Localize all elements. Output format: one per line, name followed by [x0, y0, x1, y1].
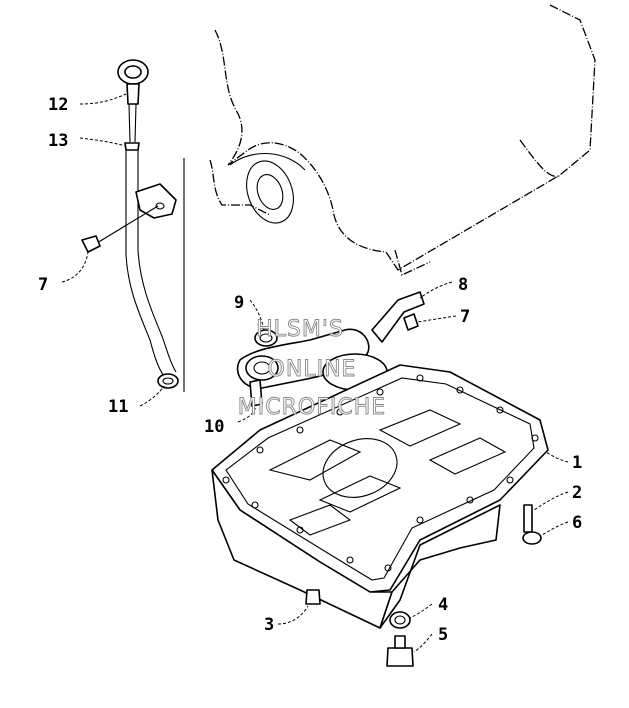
bolt-7a — [81, 235, 101, 253]
callout-9: 9 — [234, 293, 244, 313]
callout-12: 12 — [48, 95, 68, 115]
dipstick-grip — [126, 83, 140, 105]
leader-8 — [419, 281, 453, 299]
dipstick-handle-hole — [124, 65, 142, 79]
callout-8: 8 — [458, 275, 468, 295]
nut-6 — [522, 531, 542, 545]
dipstick-seal — [124, 142, 140, 151]
oil-dipstick-assembly — [81, 59, 185, 392]
stud-2 — [523, 504, 533, 533]
leader-7b — [417, 315, 457, 323]
callout-5: 5 — [438, 625, 448, 645]
callout-2: 2 — [572, 483, 582, 503]
leader-7a — [61, 251, 89, 283]
strainer-bracket-8 — [371, 291, 425, 343]
leader-2 — [533, 491, 569, 511]
leader-11 — [139, 385, 165, 407]
leader-6 — [539, 521, 569, 537]
leader-13 — [79, 137, 127, 147]
leader-lines — [61, 93, 569, 653]
leader-12 — [79, 93, 127, 105]
leader-1 — [545, 451, 569, 463]
drain-plug-5 — [386, 647, 414, 667]
callout-6: 6 — [572, 513, 582, 533]
washer-4 — [389, 611, 411, 629]
callout-labels: 12 13 7 11 9 10 8 7 1 2 6 3 4 5 — [38, 95, 582, 645]
strainer-flange — [245, 355, 279, 381]
oil-pan-sump — [379, 504, 501, 629]
guide-tube-bracket — [135, 183, 177, 219]
oil-strainer-assembly — [236, 291, 425, 407]
bolt-3 — [305, 589, 321, 605]
leader-4 — [409, 603, 433, 619]
callout-3: 3 — [264, 615, 274, 635]
watermark-line-1: HLSM'S — [256, 317, 344, 342]
leader-5 — [413, 633, 433, 653]
dipstick-guide-tube — [125, 150, 177, 377]
leader-9 — [249, 299, 265, 331]
bolt-10 — [249, 379, 263, 407]
dipstick-rod — [128, 103, 137, 143]
callout-4: 4 — [438, 595, 448, 615]
leader-3 — [277, 605, 309, 625]
callout-1: 1 — [572, 453, 582, 473]
gasket-9 — [254, 329, 278, 347]
watermark-line-2: ONLINE — [268, 357, 357, 382]
callout-7b: 7 — [460, 307, 470, 327]
callout-11: 11 — [108, 397, 128, 417]
o-ring-11 — [157, 373, 179, 389]
oil-pan — [211, 364, 549, 629]
watermark: HLSM'S ONLINE MICROFICHE — [237, 317, 386, 421]
callout-13: 13 — [48, 131, 68, 151]
leader-10 — [237, 405, 257, 423]
callout-10: 10 — [204, 417, 224, 437]
engine-block-outline — [209, 4, 596, 276]
oil-pan-fasteners — [305, 504, 542, 667]
callout-7a: 7 — [38, 275, 48, 295]
bolt-7a-centerline — [91, 205, 159, 247]
watermark-line-3: MICROFICHE — [238, 395, 386, 420]
bolt-7b — [403, 313, 419, 331]
